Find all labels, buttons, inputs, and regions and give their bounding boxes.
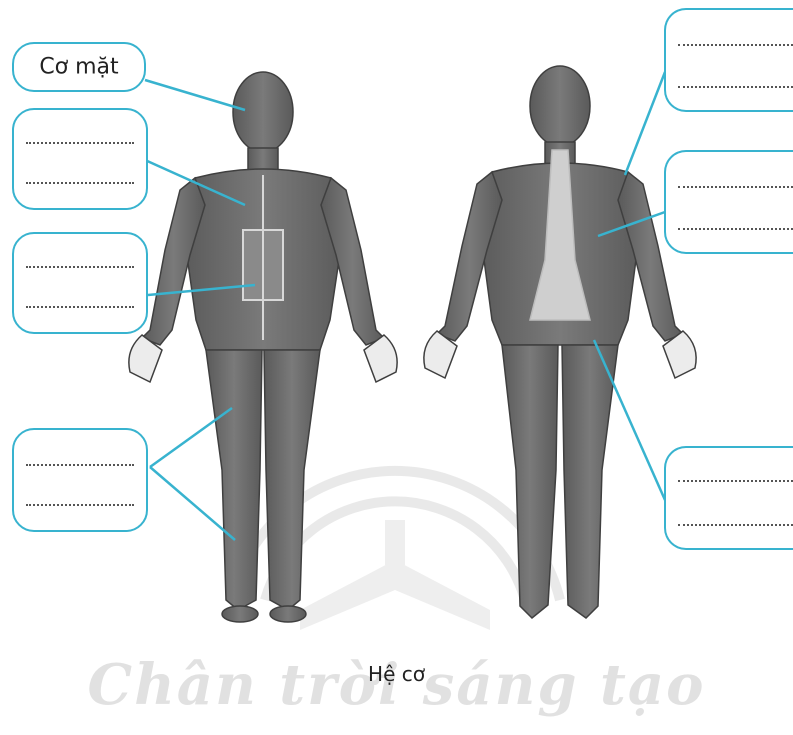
blank-box-buttock-muscle[interactable]	[664, 446, 793, 550]
blank-box-back-muscle[interactable]	[664, 150, 793, 254]
dotted-line	[26, 306, 134, 308]
blank-box-shoulder-muscle[interactable]	[664, 8, 793, 112]
label-face-muscle: Cơ mặt	[14, 55, 144, 80]
dotted-line	[678, 228, 793, 230]
blank-box-abdominal-muscle[interactable]	[12, 232, 148, 334]
dotted-line	[26, 464, 134, 466]
dotted-line	[678, 524, 793, 526]
dotted-line	[26, 504, 134, 506]
back-body-figure	[424, 66, 696, 618]
dotted-line	[26, 182, 134, 184]
dotted-line	[26, 266, 134, 268]
front-body-figure	[129, 72, 397, 622]
diagram-caption: Hệ cơ	[0, 662, 793, 686]
dotted-line	[26, 142, 134, 144]
blank-box-chest-muscle[interactable]	[12, 108, 148, 210]
label-box-face-muscle: Cơ mặt	[12, 42, 146, 92]
dotted-line	[678, 44, 793, 46]
dotted-line	[678, 86, 793, 88]
dotted-line	[678, 186, 793, 188]
dotted-line	[678, 480, 793, 482]
blank-box-leg-muscle[interactable]	[12, 428, 148, 532]
